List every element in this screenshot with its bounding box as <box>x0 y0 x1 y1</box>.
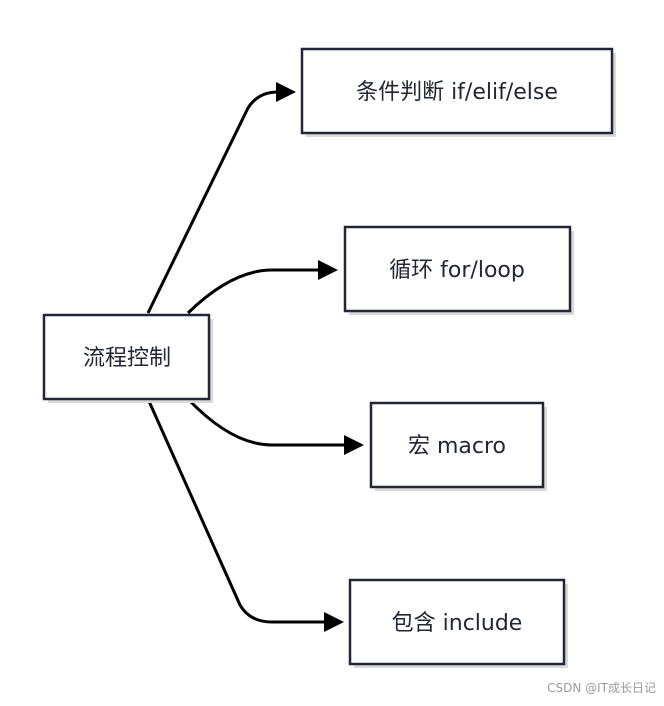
node-include-label: 包含 include <box>392 611 523 636</box>
node-macro-label: 宏 macro <box>408 434 506 459</box>
node-include: 包含 include <box>348 578 568 668</box>
arrowhead-include <box>324 612 344 632</box>
edges <box>146 82 364 632</box>
watermark: CSDN @IT成长日记 <box>547 681 656 695</box>
root-node-label: 流程控制 <box>83 346 171 371</box>
node-conditional: 条件判断 if/elif/else <box>300 47 616 137</box>
root-node: 流程控制 <box>42 313 213 403</box>
edge-root-to-loop <box>186 268 320 315</box>
edge-root-to-macro <box>186 397 346 447</box>
arrowhead-macro <box>344 435 364 455</box>
node-loop: 循环 for/loop <box>343 225 574 315</box>
arrowhead-conditional <box>276 82 296 102</box>
node-conditional-label: 条件判断 if/elif/else <box>356 80 558 105</box>
edge-root-to-include <box>146 398 326 624</box>
arrowhead-loop <box>318 260 338 280</box>
edge-root-to-conditional <box>146 90 279 314</box>
node-loop-label: 循环 for/loop <box>389 258 525 283</box>
node-macro: 宏 macro <box>369 401 547 491</box>
